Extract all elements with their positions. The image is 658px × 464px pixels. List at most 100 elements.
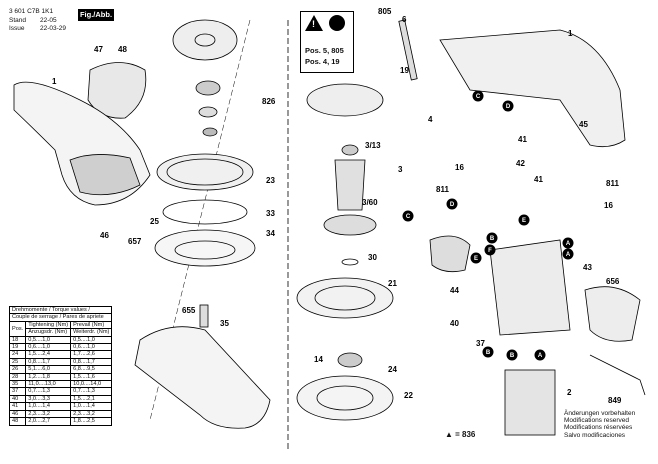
letter-marker-circle (402, 210, 414, 222)
callout-number: 655 (182, 306, 196, 315)
callout-number: 35 (220, 319, 229, 328)
torque-cell-b: 10,0....14,0 (70, 380, 113, 389)
footer-notes: Änderungen vorbehalten Modifications res… (564, 410, 635, 439)
letter-marker-label: D (506, 104, 511, 110)
torque-cell-pos: 37 (8, 387, 27, 396)
col-pos-header: Pos. (8, 320, 27, 337)
letter-marker-circle (502, 100, 514, 112)
torque-cell-b: 0,7....1,3 (70, 387, 113, 396)
torque-cell-a: 0,7....1,3 (25, 387, 72, 396)
warning-line-2: Pos. 4, 19 (305, 57, 340, 66)
letter-marker-label: B (510, 353, 515, 359)
callout-number: 16 (604, 201, 613, 210)
torque-cell-pos: 18 (8, 335, 27, 345)
letter-marker: C (472, 90, 484, 102)
col-prev-header-2: Weiterdr. (Nm) (70, 328, 113, 337)
letter-marker: D (502, 100, 514, 112)
torque-cell-a: 5,1....6,0 (25, 365, 72, 374)
letter-marker-label: E (474, 256, 478, 262)
letter-marker: A (562, 248, 574, 260)
torque-cell-b: 1,8....2,5 (70, 417, 113, 426)
torque-cell-b: 1,5....2,1 (70, 394, 113, 404)
callout-number: 1 (568, 29, 573, 38)
letter-marker: F (484, 244, 496, 256)
callout-number: 6 (402, 15, 407, 24)
warning-line-1: Pos. 5, 805 (305, 46, 344, 55)
letter-marker-circle (482, 346, 494, 358)
torque-cell-a: 1,2....1,8 (25, 372, 72, 382)
torque-cell-a: 2,0....2,7 (25, 417, 72, 426)
figure-label: Fig./Abb. 1 (78, 9, 114, 31)
letter-marker-circle (534, 349, 546, 361)
torque-cell-b: 1,0....1,4 (70, 402, 113, 411)
letter-marker: E (470, 252, 482, 264)
callout-number: 805 (378, 7, 392, 16)
callout-number: 41 (518, 135, 527, 144)
torque-cell-pos: 25 (8, 357, 27, 367)
callout-number: 46 (100, 231, 109, 240)
torque-cell-a: 0,6....1,0 (25, 343, 72, 352)
footer-line-2: Modifications reserved (564, 417, 630, 425)
torque-cell-a: 0,5....1,0 (25, 335, 72, 345)
stand-value: 22-05 (40, 17, 57, 24)
letter-marker-circle (562, 248, 574, 260)
letter-marker-circle (472, 90, 484, 102)
torque-cell-b: 0,6....1,0 (70, 343, 113, 352)
letter-marker-circle (518, 214, 530, 226)
callout-number: 811 (436, 185, 449, 194)
torque-cell-a: 0,8....1,7 (25, 357, 72, 367)
torque-table-subtitle: Couple de serrage / Pares de apriete (8, 313, 113, 322)
letter-marker-label: E (522, 218, 526, 224)
callout-number: 657 (128, 237, 142, 246)
col-tight-header-1: Tightening (Nm) (25, 320, 72, 330)
callout-number: 40 (450, 319, 459, 328)
letter-marker: B (506, 349, 518, 361)
torque-cell-b: 2,3....3,2 (70, 409, 113, 419)
torque-cell-b: 0,5....1,0 (70, 335, 113, 345)
letter-marker-label: A (566, 252, 571, 258)
callout-number: 826 (262, 97, 276, 106)
callout-number: 16 (455, 163, 464, 172)
torque-cell-a: 2,3....3,2 (25, 409, 72, 419)
torque-cell-b: 1,7....2,6 (70, 350, 113, 359)
torque-cell-a: 1,0....1,4 (25, 402, 72, 411)
letter-marker-label: B (490, 236, 495, 242)
letter-marker-label: C (406, 214, 411, 220)
warning-box: ! Pos. 5, 805 Pos. 4, 19 (300, 11, 354, 73)
letter-marker-circle (446, 198, 458, 210)
stand-label: Stand (9, 17, 26, 24)
callout-number: 14 (314, 355, 323, 364)
footer-line-1: Änderungen vorbehalten (564, 410, 636, 417)
letter-marker: A (534, 349, 546, 361)
torque-cell-pos: 19 (8, 343, 27, 352)
letter-marker-circle (506, 349, 518, 361)
callout-number: 47 (94, 45, 103, 54)
callout-number: 41 (534, 175, 543, 184)
letter-marker-circle (486, 232, 498, 244)
callout-number: 2 (567, 388, 572, 397)
torque-table-title: Drehmomente / Torque values / (8, 305, 113, 315)
callout-number: 33 (266, 209, 275, 218)
callout-number: 22 (404, 391, 413, 400)
letter-marker: A (562, 237, 574, 249)
callout-number: 21 (388, 279, 397, 288)
callout-number: 19 (400, 66, 409, 75)
footer-line-4: Salvo modificaciones (564, 431, 626, 439)
callout-number: 23 (266, 176, 275, 185)
letter-marker-label: A (538, 353, 543, 359)
torque-table: Drehmomente / Torque values / Couple de … (8, 305, 113, 426)
col-prev-header-1: Prevail (Nm) (70, 320, 113, 330)
callout-number: 30 (368, 253, 377, 262)
torque-cell-b: 1,5....1,6 (70, 372, 113, 382)
callout-number: 3 (398, 165, 403, 174)
